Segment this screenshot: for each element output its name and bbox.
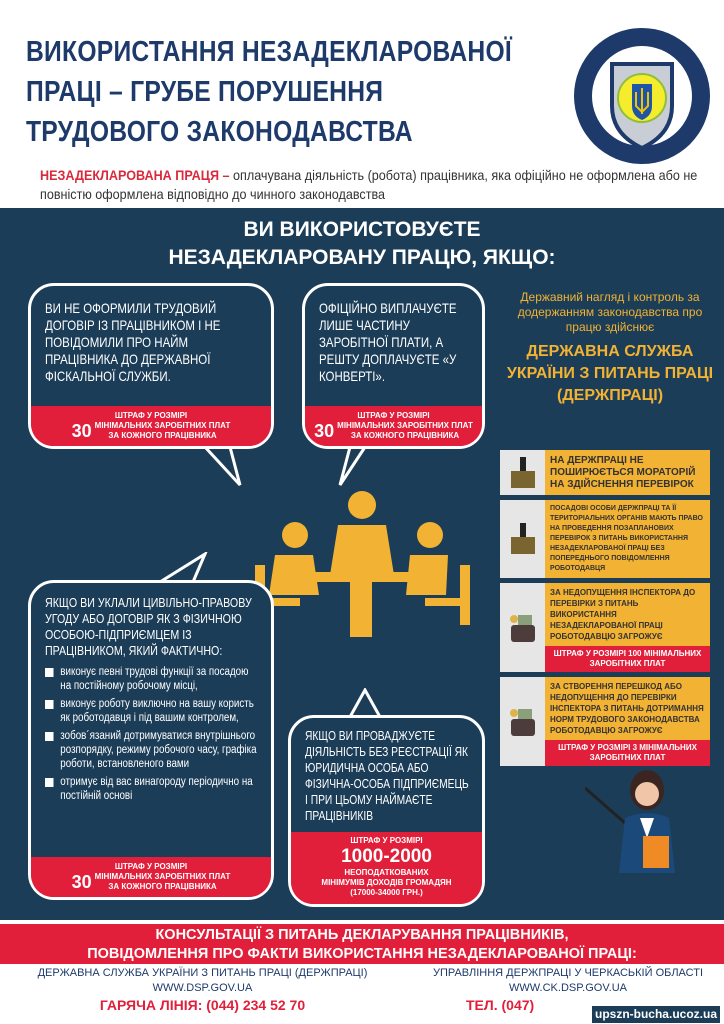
contact-regional: УПРАВЛІННЯ ДЕРЖПРАЦІ У ЧЕРКАСЬКІЙ ОБЛАСТ… bbox=[416, 966, 720, 1014]
speech-bubble-contract: Ви не оформили трудовий договір із праці… bbox=[28, 283, 274, 449]
list-item: отримує від вас винагороду періодично на… bbox=[45, 775, 260, 803]
consultation-banner: КОНСУЛЬТАЦІЇ З ПИТАНЬ ДЕКЛАРУВАННЯ ПРАЦІ… bbox=[0, 924, 724, 964]
title-line: ПРАЦІ – ГРУБЕ ПОРУШЕННЯ bbox=[26, 76, 384, 108]
info-card: ПОСАДОВІ ОСОБИ ДЕРЖПРАЦІ ТА ЇЇ ТЕРИТОРІА… bbox=[500, 500, 710, 578]
supervision-note: Державний нагляд і контроль за додержанн… bbox=[505, 290, 715, 407]
info-card: ЗА СТВОРЕННЯ ПЕРЕШКОД АБО НЕДОПУЩЕННЯ ДО… bbox=[500, 677, 710, 766]
bubble-tail bbox=[338, 447, 367, 486]
list-item: зобов´язаний дотримуватися внутрішнього … bbox=[45, 729, 260, 771]
bubble-body: Якщо ви уклали цивільно-правову угоду аб… bbox=[31, 583, 271, 807]
fine-line: МІНІМАЛЬНИХ ЗАРОБІТНИХ ПЛАТ bbox=[94, 421, 231, 430]
contact-org: УПРАВЛІННЯ ДЕРЖПРАЦІ У ЧЕРКАСЬКІЙ ОБЛАСТ… bbox=[432, 967, 704, 979]
fine-box: ШТРАФ У РОЗМІРІ 1000-2000 НЕОПОДАТКОВАНИ… bbox=[291, 832, 482, 904]
banner-line: КОНСУЛЬТАЦІЇ З ПИТАНЬ ДЕКЛАРУВАННЯ ПРАЦІ… bbox=[155, 927, 569, 943]
bubble-tail bbox=[159, 552, 208, 582]
contact-website[interactable]: WWW.DSP.GOV.UA bbox=[152, 982, 253, 994]
watermark: upszn-bucha.ucoz.ua bbox=[591, 1006, 720, 1023]
bubble-body: Офіційно виплачуєте лише частину заробіт… bbox=[305, 286, 482, 385]
bubble-text: Офіційно виплачуєте лише частину заробіт… bbox=[319, 300, 457, 384]
bubble-body: Ви не оформили трудовий договір із праці… bbox=[31, 286, 271, 385]
derzhpratsi-logo bbox=[574, 28, 710, 164]
wallet-icon bbox=[500, 677, 545, 766]
heading-line: НЕЗАДЕКЛАРОВАНУ ПРАЦЮ, ЯКЩО: bbox=[168, 246, 556, 269]
banner-line: ПОВІДОМЛЕННЯ ПРО ФАКТИ ВИКОРИСТАННЯ НЕЗА… bbox=[87, 946, 637, 962]
info-cards: НА ДЕРЖПРАЦІ НЕ ПОШИРЮЄТЬСЯ МОРАТОРІЙ НА… bbox=[500, 450, 710, 766]
bubble-body: Якщо ви проваджуєте діяльність без реєст… bbox=[291, 718, 482, 824]
card-text: НА ДЕРЖПРАЦІ НЕ ПОШИРЮЄТЬСЯ МОРАТОРІЙ НА… bbox=[550, 454, 696, 490]
bubble-tail bbox=[203, 447, 242, 487]
fine-line: МІНІМУМІВ ДОХОДІВ ГРОМАДЯН bbox=[321, 878, 452, 887]
inspector-woman-illustration bbox=[585, 770, 675, 873]
page-title: ВИКОРИСТАННЯ НЕЗАДЕКЛАРОВАНОЇ ПРАЦІ – ГР… bbox=[26, 32, 570, 152]
fine-line: ЗА КОЖНОГО ПРАЦІВНИКА bbox=[108, 882, 217, 891]
fine-amount: 1000-2000 bbox=[341, 846, 432, 867]
bubble-text: Якщо ви уклали цивільно-правову угоду аб… bbox=[45, 595, 252, 658]
definition-text: оплачувана діяльність (робота) працівник… bbox=[40, 167, 698, 202]
hotline-phone: ГАРЯЧА ЛІНІЯ: (044) 234 52 70 bbox=[99, 997, 306, 1013]
contact-org: ДЕРЖАВНА СЛУЖБА УКРАЇНИ З ПИТАНЬ ПРАЦІ (… bbox=[37, 967, 368, 979]
bubble-tail bbox=[348, 688, 382, 717]
bubble-text: Якщо ви проваджуєте діяльність без реєст… bbox=[305, 729, 469, 823]
info-card: ЗА НЕДОПУЩЕННЯ ІНСПЕКТОРА ДО ПЕРЕВІРКИ З… bbox=[500, 583, 710, 672]
briefcase-icon bbox=[500, 500, 545, 578]
fine-label: ШТРАФ У РОЗМІРІ bbox=[114, 862, 188, 871]
fine-line: ЗА КОЖНОГО ПРАЦІВНИКА bbox=[108, 431, 217, 440]
fine-line: МІНІМАЛЬНИХ ЗАРОБІТНИХ ПЛАТ bbox=[337, 421, 473, 430]
title-line: ВИКОРИСТАННЯ НЕЗАДЕКЛАРОВАНОЇ bbox=[26, 36, 512, 68]
org-name: ДЕРЖАВНА СЛУЖБА УКРАЇНИ З ПИТАНЬ ПРАЦІ (… bbox=[506, 343, 714, 404]
criteria-list: виконує певні трудові функції за посадою… bbox=[45, 659, 260, 803]
definition: НЕЗАДЕКЛАРОВАНА ПРАЦЯ – оплачувана діяль… bbox=[40, 166, 720, 204]
card-penalty: ШТРАФ У РОЗМІРІ 100 МІНІМАЛЬНИХ ЗАРОБІТН… bbox=[545, 646, 710, 672]
speech-bubble-no-registration: Якщо ви проваджуєте діяльність без реєст… bbox=[288, 715, 485, 907]
heading-line: ВИ ВИКОРИСТОВУЄТЕ bbox=[243, 218, 481, 241]
fine-label: ШТРАФ У РОЗМІРІ bbox=[350, 836, 423, 845]
speech-bubble-civil-contract: Якщо ви уклали цивільно-правову угоду аб… bbox=[28, 580, 274, 900]
wallet-icon bbox=[500, 583, 545, 672]
fine-line: НЕОПОДАТКОВАНИХ bbox=[344, 868, 429, 877]
card-penalty: ШТРАФ У РОЗМІРІ 3 МІНІМАЛЬНИХ ЗАРОБІТНИХ… bbox=[545, 740, 710, 766]
note-text: Державний нагляд і контроль за додержанн… bbox=[517, 290, 703, 334]
bubble-text: Ви не оформили трудовий договір із праці… bbox=[45, 300, 221, 384]
info-card: НА ДЕРЖПРАЦІ НЕ ПОШИРЮЄТЬСЯ МОРАТОРІЙ НА… bbox=[500, 450, 710, 495]
speech-bubble-envelope: Офіційно виплачуєте лише частину заробіт… bbox=[302, 283, 485, 449]
contact-website[interactable]: WWW.CK.DSP.GOV.UA bbox=[509, 982, 627, 994]
card-text: ПОСАДОВІ ОСОБИ ДЕРЖПРАЦІ ТА ЇЇ ТЕРИТОРІА… bbox=[550, 505, 703, 572]
definition-term: НЕЗАДЕКЛАРОВАНА ПРАЦЯ – bbox=[40, 167, 230, 183]
title-line: ТРУДОВОГО ЗАКОНОДАВСТВА bbox=[26, 116, 413, 148]
fine-label: ШТРАФ У РОЗМІРІ bbox=[114, 411, 188, 420]
card-text: ЗА СТВОРЕННЯ ПЕРЕШКОД АБО НЕДОПУЩЕННЯ ДО… bbox=[550, 682, 704, 735]
fine-label: ШТРАФ У РОЗМІРІ bbox=[357, 411, 430, 420]
meeting-people-illustration bbox=[255, 491, 470, 637]
fine-number: 30 bbox=[71, 872, 92, 892]
briefcase-icon bbox=[500, 450, 545, 495]
fine-number: 30 bbox=[314, 421, 335, 441]
section-heading: ВИ ВИКОРИСТОВУЄТЕ НЕЗАДЕКЛАРОВАНУ ПРАЦЮ,… bbox=[0, 216, 724, 272]
fine-line: МІНІМАЛЬНИХ ЗАРОБІТНИХ ПЛАТ bbox=[94, 872, 231, 881]
fine-line: ЗА КОЖНОГО ПРАЦІВНИКА bbox=[350, 431, 460, 440]
fine-line: (17000-34000 ГРН.) bbox=[350, 888, 423, 897]
list-item: виконує певні трудові функції за посадою… bbox=[45, 665, 260, 693]
regional-phone: ТЕЛ. (047) bbox=[466, 997, 535, 1013]
list-item: виконує роботу виключно на вашу користь … bbox=[45, 697, 260, 725]
card-text: ЗА НЕДОПУЩЕННЯ ІНСПЕКТОРА ДО ПЕРЕВІРКИ З… bbox=[550, 588, 696, 641]
contact-national: ДЕРЖАВНА СЛУЖБА УКРАЇНИ З ПИТАНЬ ПРАЦІ (… bbox=[0, 966, 405, 1014]
fine-number: 30 bbox=[71, 421, 92, 441]
